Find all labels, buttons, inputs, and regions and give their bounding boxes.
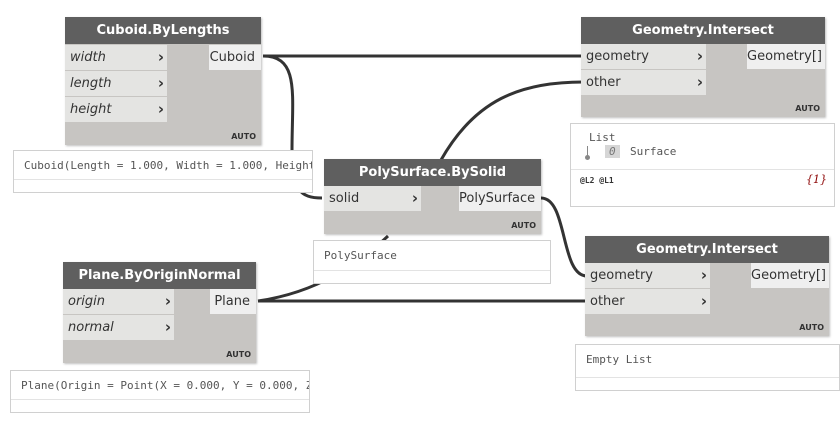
preview-text: Empty List bbox=[586, 353, 653, 366]
input-port-other[interactable]: other › bbox=[581, 70, 706, 95]
chevron-right-icon: › bbox=[164, 318, 171, 336]
list-levels[interactable]: @L2 @L1 bbox=[580, 176, 614, 185]
input-port-other[interactable]: other › bbox=[585, 289, 710, 314]
port-label: geometry bbox=[586, 49, 650, 64]
list-header: List bbox=[589, 131, 616, 144]
chevron-right-icon: › bbox=[700, 292, 707, 310]
port-label: solid bbox=[329, 191, 360, 206]
output-port-geometry-list[interactable]: Geometry[] bbox=[747, 44, 825, 69]
list-branch-dot bbox=[585, 155, 590, 160]
preview-plane: Plane(Origin = Point(X = 0.000, Y = 0.00… bbox=[10, 370, 310, 413]
node-geometry-intersect-2[interactable]: Geometry.Intersect geometry › other › Ge… bbox=[585, 236, 829, 336]
chevron-right-icon: › bbox=[157, 74, 164, 92]
node-plane-by-origin-normal[interactable]: Plane.ByOriginNormal origin › normal › P… bbox=[63, 262, 256, 363]
node-cuboid-by-lengths[interactable]: Cuboid.ByLengths width › length › height… bbox=[65, 17, 261, 145]
run-mode-label: AUTO bbox=[795, 104, 820, 113]
preview-footer bbox=[314, 270, 550, 271]
preview-footer bbox=[576, 377, 839, 378]
input-port-length[interactable]: length › bbox=[65, 71, 167, 96]
list-branch-line bbox=[587, 146, 588, 158]
list-index-badge: 0 bbox=[605, 145, 620, 158]
input-port-geometry[interactable]: geometry › bbox=[581, 44, 706, 69]
run-mode-label: AUTO bbox=[231, 132, 256, 141]
wire-polysurface-to-intersect1-other[interactable] bbox=[439, 80, 584, 161]
node-title[interactable]: Geometry.Intersect bbox=[581, 17, 825, 44]
list-item-value: Surface bbox=[630, 145, 677, 158]
run-mode-label: AUTO bbox=[226, 350, 251, 359]
run-mode-label: AUTO bbox=[511, 221, 536, 230]
node-title[interactable]: Plane.ByOriginNormal bbox=[63, 262, 256, 289]
chevron-right-icon: › bbox=[164, 292, 171, 310]
node-title[interactable]: Cuboid.ByLengths bbox=[65, 17, 261, 44]
preview-footer bbox=[11, 399, 309, 400]
port-label: geometry bbox=[590, 268, 654, 283]
run-mode-label: AUTO bbox=[799, 323, 824, 332]
input-port-width[interactable]: width › bbox=[65, 45, 167, 70]
preview-footer bbox=[14, 179, 312, 180]
node-polysurface-by-solid[interactable]: PolySurface.BySolid solid › PolySurface … bbox=[324, 159, 541, 234]
output-port-polysurface[interactable]: PolySurface bbox=[459, 186, 541, 211]
preview-intersect-1[interactable]: List 0 Surface @L2 @L1 {1} bbox=[570, 123, 835, 207]
node-title[interactable]: PolySurface.BySolid bbox=[324, 159, 541, 186]
preview-cuboid: Cuboid(Length = 1.000, Width = 1.000, He… bbox=[13, 150, 313, 193]
chevron-right-icon: › bbox=[696, 73, 703, 91]
chevron-right-icon: › bbox=[411, 189, 418, 207]
chevron-right-icon: › bbox=[700, 266, 707, 284]
output-port-geometry-list[interactable]: Geometry[] bbox=[751, 263, 829, 288]
list-count: {1} bbox=[806, 173, 827, 186]
port-label: origin bbox=[68, 294, 106, 309]
preview-text: Cuboid(Length = 1.000, Width = 1.000, He… bbox=[24, 159, 312, 172]
chevron-right-icon: › bbox=[157, 100, 164, 118]
preview-text: PolySurface bbox=[324, 249, 397, 262]
port-label: height bbox=[70, 102, 112, 117]
input-port-normal[interactable]: normal › bbox=[63, 315, 174, 340]
node-geometry-intersect-1[interactable]: Geometry.Intersect geometry › other › Ge… bbox=[581, 17, 825, 117]
node-title[interactable]: Geometry.Intersect bbox=[585, 236, 829, 263]
port-label: other bbox=[586, 75, 621, 90]
input-port-height[interactable]: height › bbox=[65, 97, 167, 122]
wire-cuboid-to-polysurface-solid[interactable] bbox=[262, 54, 323, 200]
output-port-cuboid[interactable]: Cuboid bbox=[209, 45, 261, 70]
chevron-right-icon: › bbox=[696, 47, 703, 65]
input-port-geometry[interactable]: geometry › bbox=[585, 263, 710, 288]
input-port-origin[interactable]: origin › bbox=[63, 289, 174, 314]
port-label: width bbox=[70, 50, 106, 65]
preview-intersect-2: Empty List bbox=[575, 344, 840, 391]
preview-polysurface: PolySurface bbox=[313, 240, 551, 284]
preview-text: Plane(Origin = Point(X = 0.000, Y = 0.00… bbox=[21, 379, 309, 392]
chevron-right-icon: › bbox=[157, 48, 164, 66]
output-port-plane[interactable]: Plane bbox=[210, 289, 256, 314]
port-label: other bbox=[590, 294, 625, 309]
port-label: normal bbox=[68, 320, 114, 335]
preview-footer bbox=[571, 169, 834, 170]
input-port-solid[interactable]: solid › bbox=[324, 186, 421, 211]
port-label: length bbox=[70, 76, 112, 91]
wire-polysurface-to-intersect2-geometry[interactable] bbox=[540, 196, 588, 278]
